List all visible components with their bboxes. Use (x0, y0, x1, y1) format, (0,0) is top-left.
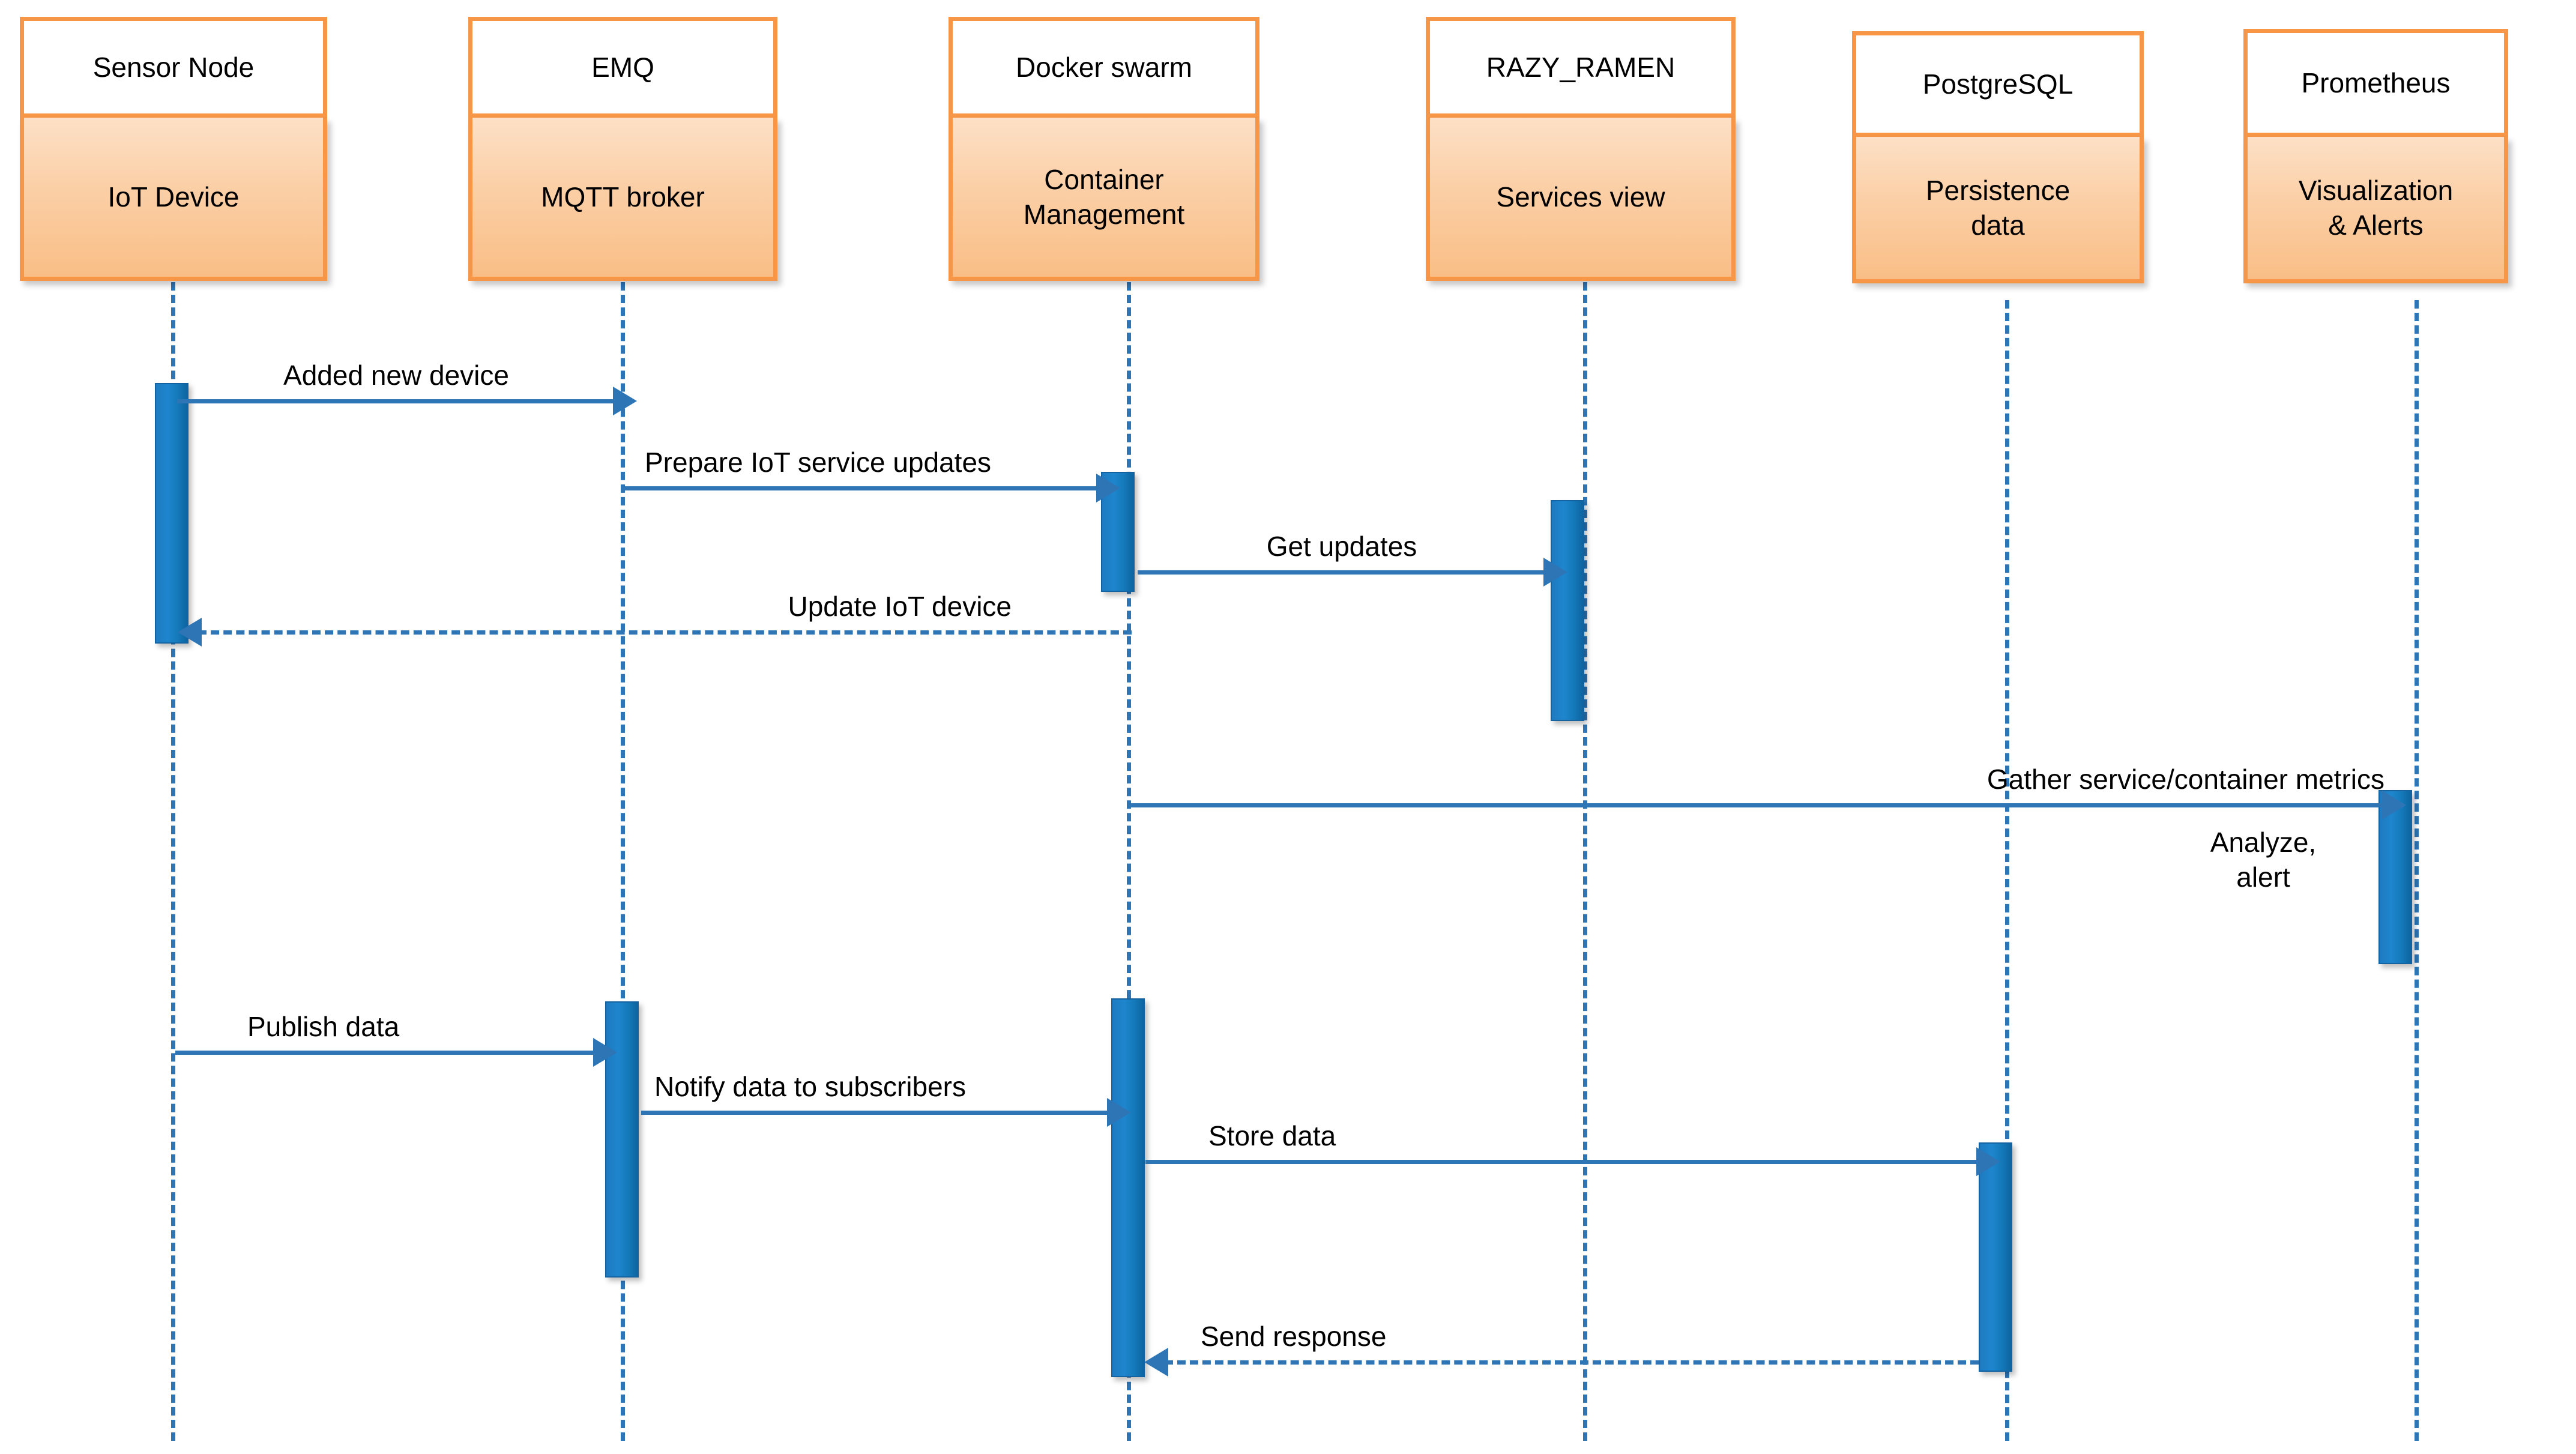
arrowhead-right-icon (613, 387, 637, 415)
message-label: Publish data (247, 1011, 400, 1043)
message-line (175, 1051, 596, 1055)
message-line (641, 1111, 1109, 1115)
participant-postgresql[interactable]: PostgreSQL Persistence data (1852, 31, 2144, 283)
message-label: Update IoT device (788, 591, 1012, 623)
message-label: Send response (1201, 1321, 1387, 1353)
arrowhead-right-icon (593, 1038, 617, 1067)
participant-subtitle: Persistence data (1852, 137, 2144, 283)
lifeline-docker (1127, 282, 1131, 1441)
message-line (1145, 1160, 1979, 1164)
message-line (624, 486, 1099, 490)
message-label: Added new device (283, 360, 509, 391)
activation-bar-postgres-1 (1979, 1142, 2012, 1372)
lifeline-postgres (2005, 300, 2009, 1441)
arrowhead-right-icon (1976, 1147, 2000, 1176)
participant-prometheus[interactable]: Prometheus Visualization & Alerts (2243, 29, 2508, 283)
message-line (198, 630, 1132, 635)
participant-title: Prometheus (2243, 29, 2508, 137)
message-label: Notify data to subscribers (654, 1071, 967, 1103)
activation-bar-sensor-1 (155, 383, 189, 644)
lifeline-emq (621, 282, 625, 1441)
participant-emq[interactable]: EMQ MQTT broker (468, 17, 777, 281)
message-label: Prepare IoT service updates (645, 447, 992, 478)
arrowhead-right-icon (1543, 558, 1567, 587)
note-analyze-alert: Analyze, alert (2210, 827, 2317, 893)
participant-docker-swarm[interactable]: Docker swarm Container Management (949, 17, 1259, 281)
participant-subtitle: MQTT broker (468, 118, 777, 281)
participant-title: PostgreSQL (1852, 31, 2144, 137)
participant-subtitle: IoT Device (20, 118, 327, 281)
participant-razy-ramen[interactable]: RAZY_RAMEN Services view (1426, 17, 1736, 281)
arrowhead-right-icon (1096, 474, 1120, 502)
participant-subtitle: Container Management (949, 118, 1259, 281)
activation-bar-razy-1 (1551, 500, 1584, 721)
participant-title: Sensor Node (20, 17, 327, 118)
message-label: Store data (1208, 1120, 1336, 1152)
participant-title: Docker swarm (949, 17, 1259, 118)
message-line (1129, 803, 2384, 807)
participant-title: EMQ (468, 17, 777, 118)
activation-bar-docker-2 (1111, 998, 1145, 1377)
lifeline-prometheus (2415, 300, 2419, 1441)
participant-subtitle: Services view (1426, 118, 1736, 281)
message-label: Get updates (1266, 531, 1417, 563)
arrowhead-right-icon (1107, 1098, 1131, 1127)
arrowhead-right-icon (2382, 791, 2406, 819)
lifeline-sensor (171, 282, 175, 1441)
message-line (1138, 570, 1546, 575)
arrowhead-left-icon (1144, 1348, 1168, 1377)
message-label: Gather service/container metrics (1986, 764, 2384, 795)
participant-subtitle: Visualization & Alerts (2243, 137, 2508, 283)
message-line (1165, 1360, 1979, 1365)
participant-sensor-node[interactable]: Sensor Node IoT Device (20, 17, 327, 281)
arrowhead-left-icon (178, 618, 202, 647)
participant-title: RAZY_RAMEN (1426, 17, 1736, 118)
lifeline-razy (1583, 282, 1587, 1441)
message-line (177, 399, 615, 403)
